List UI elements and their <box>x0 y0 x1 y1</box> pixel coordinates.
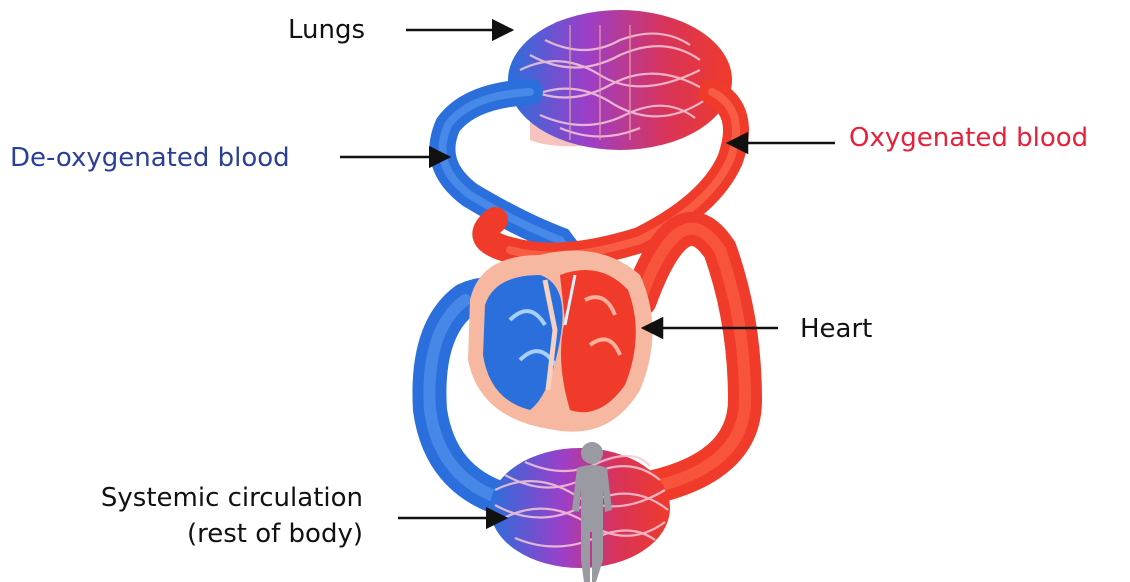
heart-cross-section-icon <box>468 251 653 432</box>
systemic-circulation-label: Systemic circulation (rest of body) <box>101 480 363 552</box>
deoxygenated-blood-label: De-oxygenated blood <box>10 142 290 174</box>
lungs-label: Lungs <box>288 14 365 46</box>
lungs-icon <box>508 10 732 150</box>
systemic-capillary-bed <box>490 448 670 568</box>
systemic-circulation-line1: Systemic circulation <box>101 480 363 516</box>
systemic-circulation-line2: (rest of body) <box>101 516 363 552</box>
heart-label: Heart <box>800 313 872 345</box>
oxygenated-blood-label: Oxygenated blood <box>849 122 1088 154</box>
